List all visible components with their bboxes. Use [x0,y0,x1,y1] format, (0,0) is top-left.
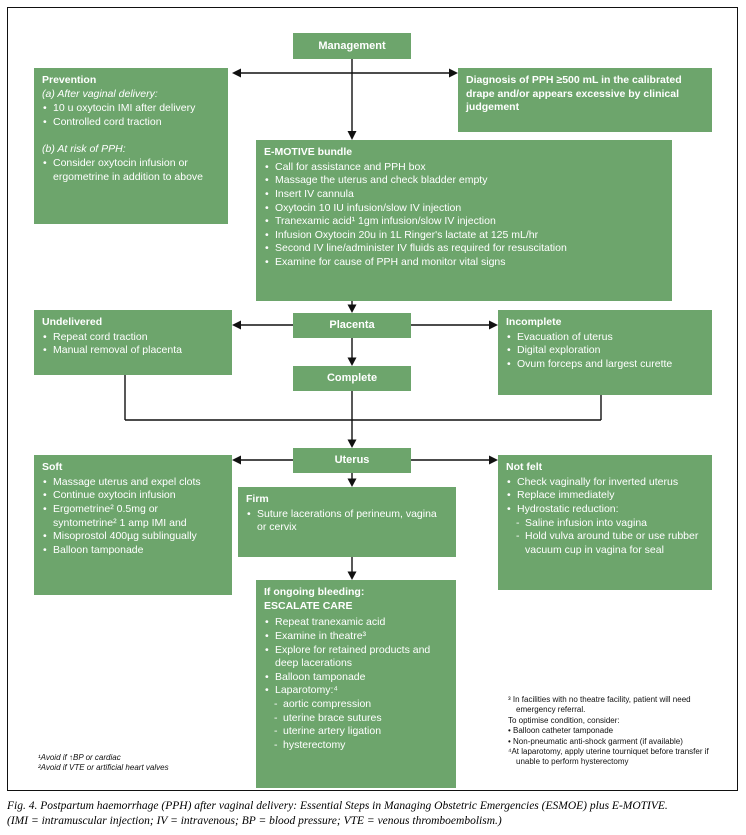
firm-title: Firm [246,493,269,505]
list-item: Repeat tranexamic acid [264,616,448,630]
footnotes-right: ³ In facilities with no theatre facility… [508,695,718,768]
prevention-section-b-heading: (b) At risk of PPH: [42,142,126,155]
list-item: Massage uterus and expel clots [42,476,224,490]
list-item: Repeat cord traction [42,331,224,345]
diagnosis-box: Diagnosis of PPH ≥500 mL in the calibrat… [458,68,712,132]
list-item: Second IV line/administer IV fluids as r… [264,242,664,256]
emotive-list: Call for assistance and PPH box Massage … [264,161,664,270]
list-item: Oxytocin 10 IU infusion/slow IV injectio… [264,202,664,216]
list-item: Infusion Oxytocin 20u in 1L Ringer's lac… [264,229,664,243]
list-item: Digital exploration [506,344,704,358]
incomplete-list: Evacuation of uterus Digital exploration… [506,331,704,372]
footnote-line: ⁴At laparotomy, apply uterine tourniquet… [508,746,709,767]
emotive-title: E-MOTIVE bundle [264,146,353,158]
caption-line-2: (IMI = intramuscular injection; IV = int… [7,814,502,827]
soft-box: Soft Massage uterus and expel clots Cont… [34,455,232,595]
list-item: Insert IV cannula [264,188,664,202]
list-item: Hold vulva around tube or use rubber vac… [515,530,704,557]
list-item: Massage the uterus and check bladder emp… [264,174,664,188]
prevention-title: Prevention [42,74,97,86]
list-item: 10 u oxytocin IMI after delivery [42,102,220,116]
list-item: Replace immediately [506,489,704,503]
escalate-sublist: aortic compression uterine brace sutures… [264,698,448,753]
list-item: Examine in theatre³ [264,630,448,644]
footnote-line: • Non-pneumatic anti-shock garment (if a… [508,736,683,746]
list-item: Laparotomy:⁴ [264,684,448,698]
escalate-list: Repeat tranexamic acid Examine in theatr… [264,616,448,698]
complete-label: Complete [326,372,378,385]
list-item: Check vaginally for inverted uterus [506,476,704,490]
list-item: hysterectomy [273,739,448,753]
complete-box: Complete [293,366,411,391]
list-item: Ergometrine² 0.5mg or syntometrine² 1 am… [42,503,224,530]
list-item: Ovum forceps and largest curette [506,358,704,372]
not-felt-list: Check vaginally for inverted uterus Repl… [506,476,704,517]
list-item: Hydrostatic reduction: [506,503,704,517]
list-item: uterine artery ligation [273,725,448,739]
list-item: Balloon tamponade [42,544,224,558]
list-item: aortic compression [273,698,448,712]
footnote-line: ¹Avoid if ↑BP or cardiac [38,753,121,762]
list-item: Controlled cord traction [42,116,220,130]
prevention-section-b-list: Consider oxytocin infusion or ergometrin… [42,157,220,184]
soft-title: Soft [42,461,63,473]
list-item: Tranexamic acid¹ 1gm infusion/slow IV in… [264,215,664,229]
list-item: Suture lacerations of perineum, vagina o… [246,508,448,535]
escalate-heading-2: ESCALATE CARE [264,599,353,612]
undelivered-title: Undelivered [42,316,103,328]
firm-list: Suture lacerations of perineum, vagina o… [246,508,448,535]
list-item: Continue oxytocin infusion [42,489,224,503]
escalate-care-box: If ongoing bleeding: ESCALATE CARE Repea… [256,580,456,788]
undelivered-list: Repeat cord traction Manual removal of p… [42,331,224,358]
incomplete-title: Incomplete [506,316,562,328]
undelivered-box: Undelivered Repeat cord traction Manual … [34,310,232,375]
prevention-section-a-heading: (a) After vaginal delivery: [42,87,158,100]
not-felt-title: Not felt [506,461,543,473]
footnote-line: To optimise condition, consider: [508,715,620,725]
figure-caption: Fig. 4. Postpartum haemorrhage (PPH) aft… [7,799,740,829]
footnote-line: ³ In facilities with no theatre facility… [508,695,691,715]
footnotes-left: ¹Avoid if ↑BP or cardiac ²Avoid if VTE o… [38,753,228,774]
list-item: Consider oxytocin infusion or ergometrin… [42,157,220,184]
caption-line-1: Fig. 4. Postpartum haemorrhage (PPH) aft… [7,800,668,812]
list-item: Explore for retained products and deep l… [264,644,448,671]
incomplete-box: Incomplete Evacuation of uterus Digital … [498,310,712,395]
escalate-heading-1: If ongoing bleeding: [264,586,365,598]
list-item: Examine for cause of PPH and monitor vit… [264,256,664,270]
footnote-line: • Balloon catheter tamponade [508,726,614,736]
prevention-section-a-list: 10 u oxytocin IMI after delivery Control… [42,102,220,129]
diagnosis-text: Diagnosis of PPH ≥500 mL in the calibrat… [466,74,682,114]
list-item: Saline infusion into vagina [515,517,704,531]
list-item: Misoprostol 400µg sublingually [42,530,224,544]
list-item: uterine brace sutures [273,712,448,726]
list-item: Manual removal of placenta [42,344,224,358]
list-item: Balloon tamponade [264,671,448,685]
not-felt-box: Not felt Check vaginally for inverted ut… [498,455,712,590]
footnote-line: ²Avoid if VTE or artificial heart valves [38,763,169,773]
placenta-box: Placenta [293,313,411,338]
management-box: Management [293,33,411,59]
list-item: Call for assistance and PPH box [264,161,664,175]
flowchart-border [7,7,738,791]
uterus-box: Uterus [293,448,411,473]
management-label: Management [318,39,386,52]
uterus-label: Uterus [334,454,370,467]
firm-box: Firm Suture lacerations of perineum, vag… [238,487,456,557]
prevention-box: Prevention (a) After vaginal delivery: 1… [34,68,228,224]
emotive-bundle-box: E-MOTIVE bundle Call for assistance and … [256,140,672,301]
not-felt-sublist: Saline infusion into vagina Hold vulva a… [506,517,704,558]
list-item: Evacuation of uterus [506,331,704,345]
soft-list: Massage uterus and expel clots Continue … [42,476,224,558]
prevention-spacer [42,130,220,143]
placenta-label: Placenta [329,319,375,332]
